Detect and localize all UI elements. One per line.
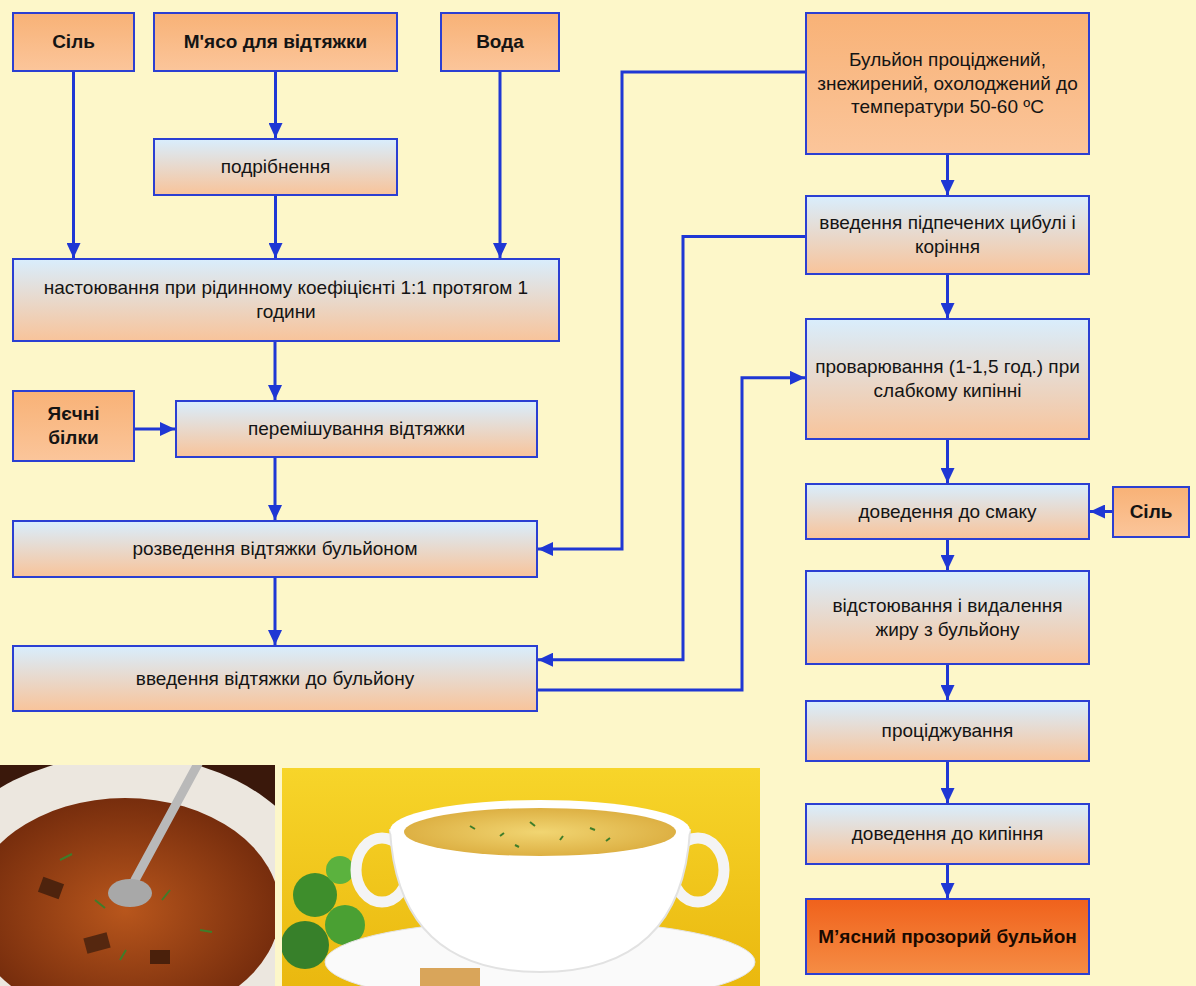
node-text: введення підпечених цибулі і коріння: [815, 211, 1080, 259]
node-text: проварювання (1-1,5 год.) при слабкому к…: [815, 355, 1080, 403]
source-box: Бульйон проціджений, знежирений, охолодж…: [805, 12, 1090, 155]
node-text: відстоювання і видалення жиру з бульйону: [815, 594, 1080, 642]
photo-dark-broth: [0, 765, 275, 986]
node-text: проціджування: [882, 719, 1014, 743]
flow-arrow: [946, 665, 949, 700]
process-box: введення підпечених цибулі і коріння: [805, 195, 1090, 275]
flow-arrow: [274, 196, 277, 258]
node-text: подрібнення: [221, 155, 331, 179]
flow-arrow: [135, 428, 175, 431]
flow-arrow: [1090, 510, 1112, 513]
node-text: Бульйон проціджений, знежирений, охолодж…: [815, 48, 1080, 119]
node-text: Сіль: [1130, 500, 1173, 524]
process-box: відстоювання і видалення жиру з бульйону: [805, 570, 1090, 665]
node-text: М’ясний прозорий бульйон: [818, 925, 1076, 949]
flow-arrow: [274, 342, 277, 400]
flow-arrow: [946, 155, 949, 195]
flow-arrow: [538, 72, 805, 549]
process-box: доведення до кипіння: [805, 803, 1090, 865]
flow-arrow: [274, 578, 277, 645]
node-text: доведення до кипіння: [852, 822, 1044, 846]
process-box: доведення до смаку: [805, 483, 1090, 540]
node-text: Сіль: [52, 30, 95, 54]
flow-arrow: [946, 762, 949, 803]
flow-arrow: [538, 237, 805, 660]
flow-arrow: [946, 275, 949, 318]
flow-arrow: [499, 72, 502, 258]
input-box: Вода: [440, 12, 560, 72]
input-box: Сіль: [12, 12, 135, 72]
flow-arrow: [72, 72, 75, 258]
input-box: М'ясо для відтяжки: [153, 12, 398, 72]
node-text: перемішування відтяжки: [248, 417, 465, 441]
photo-cup-broth: [282, 768, 760, 986]
flow-arrow: [946, 540, 949, 570]
process-box: проціджування: [805, 700, 1090, 762]
result-box: М’ясний прозорий бульйон: [805, 898, 1090, 975]
node-text: настоювання при рідинному коефіцієнті 1:…: [22, 276, 550, 324]
node-text: Яєчні білки: [22, 402, 125, 450]
node-text: доведення до смаку: [859, 500, 1037, 524]
flow-arrow: [274, 458, 277, 520]
flow-arrow: [946, 865, 949, 898]
process-box: перемішування відтяжки: [175, 400, 538, 458]
flow-arrow: [946, 440, 949, 483]
input-box: Яєчні білки: [12, 390, 135, 462]
node-text: М'ясо для відтяжки: [184, 30, 367, 54]
process-box: подрібнення: [153, 138, 398, 196]
flow-arrow: [274, 72, 277, 138]
input-box: Сіль: [1112, 486, 1190, 538]
node-text: введення відтяжки до бульйону: [136, 667, 414, 691]
process-box: настоювання при рідинному коефіцієнті 1:…: [12, 258, 560, 342]
node-text: Вода: [476, 30, 524, 54]
process-box: проварювання (1-1,5 год.) при слабкому к…: [805, 318, 1090, 440]
flow-arrow: [538, 378, 805, 690]
process-box: введення відтяжки до бульйону: [12, 645, 538, 712]
process-box: розведення відтяжки бульйоном: [12, 520, 538, 578]
node-text: розведення відтяжки бульйоном: [132, 537, 417, 561]
